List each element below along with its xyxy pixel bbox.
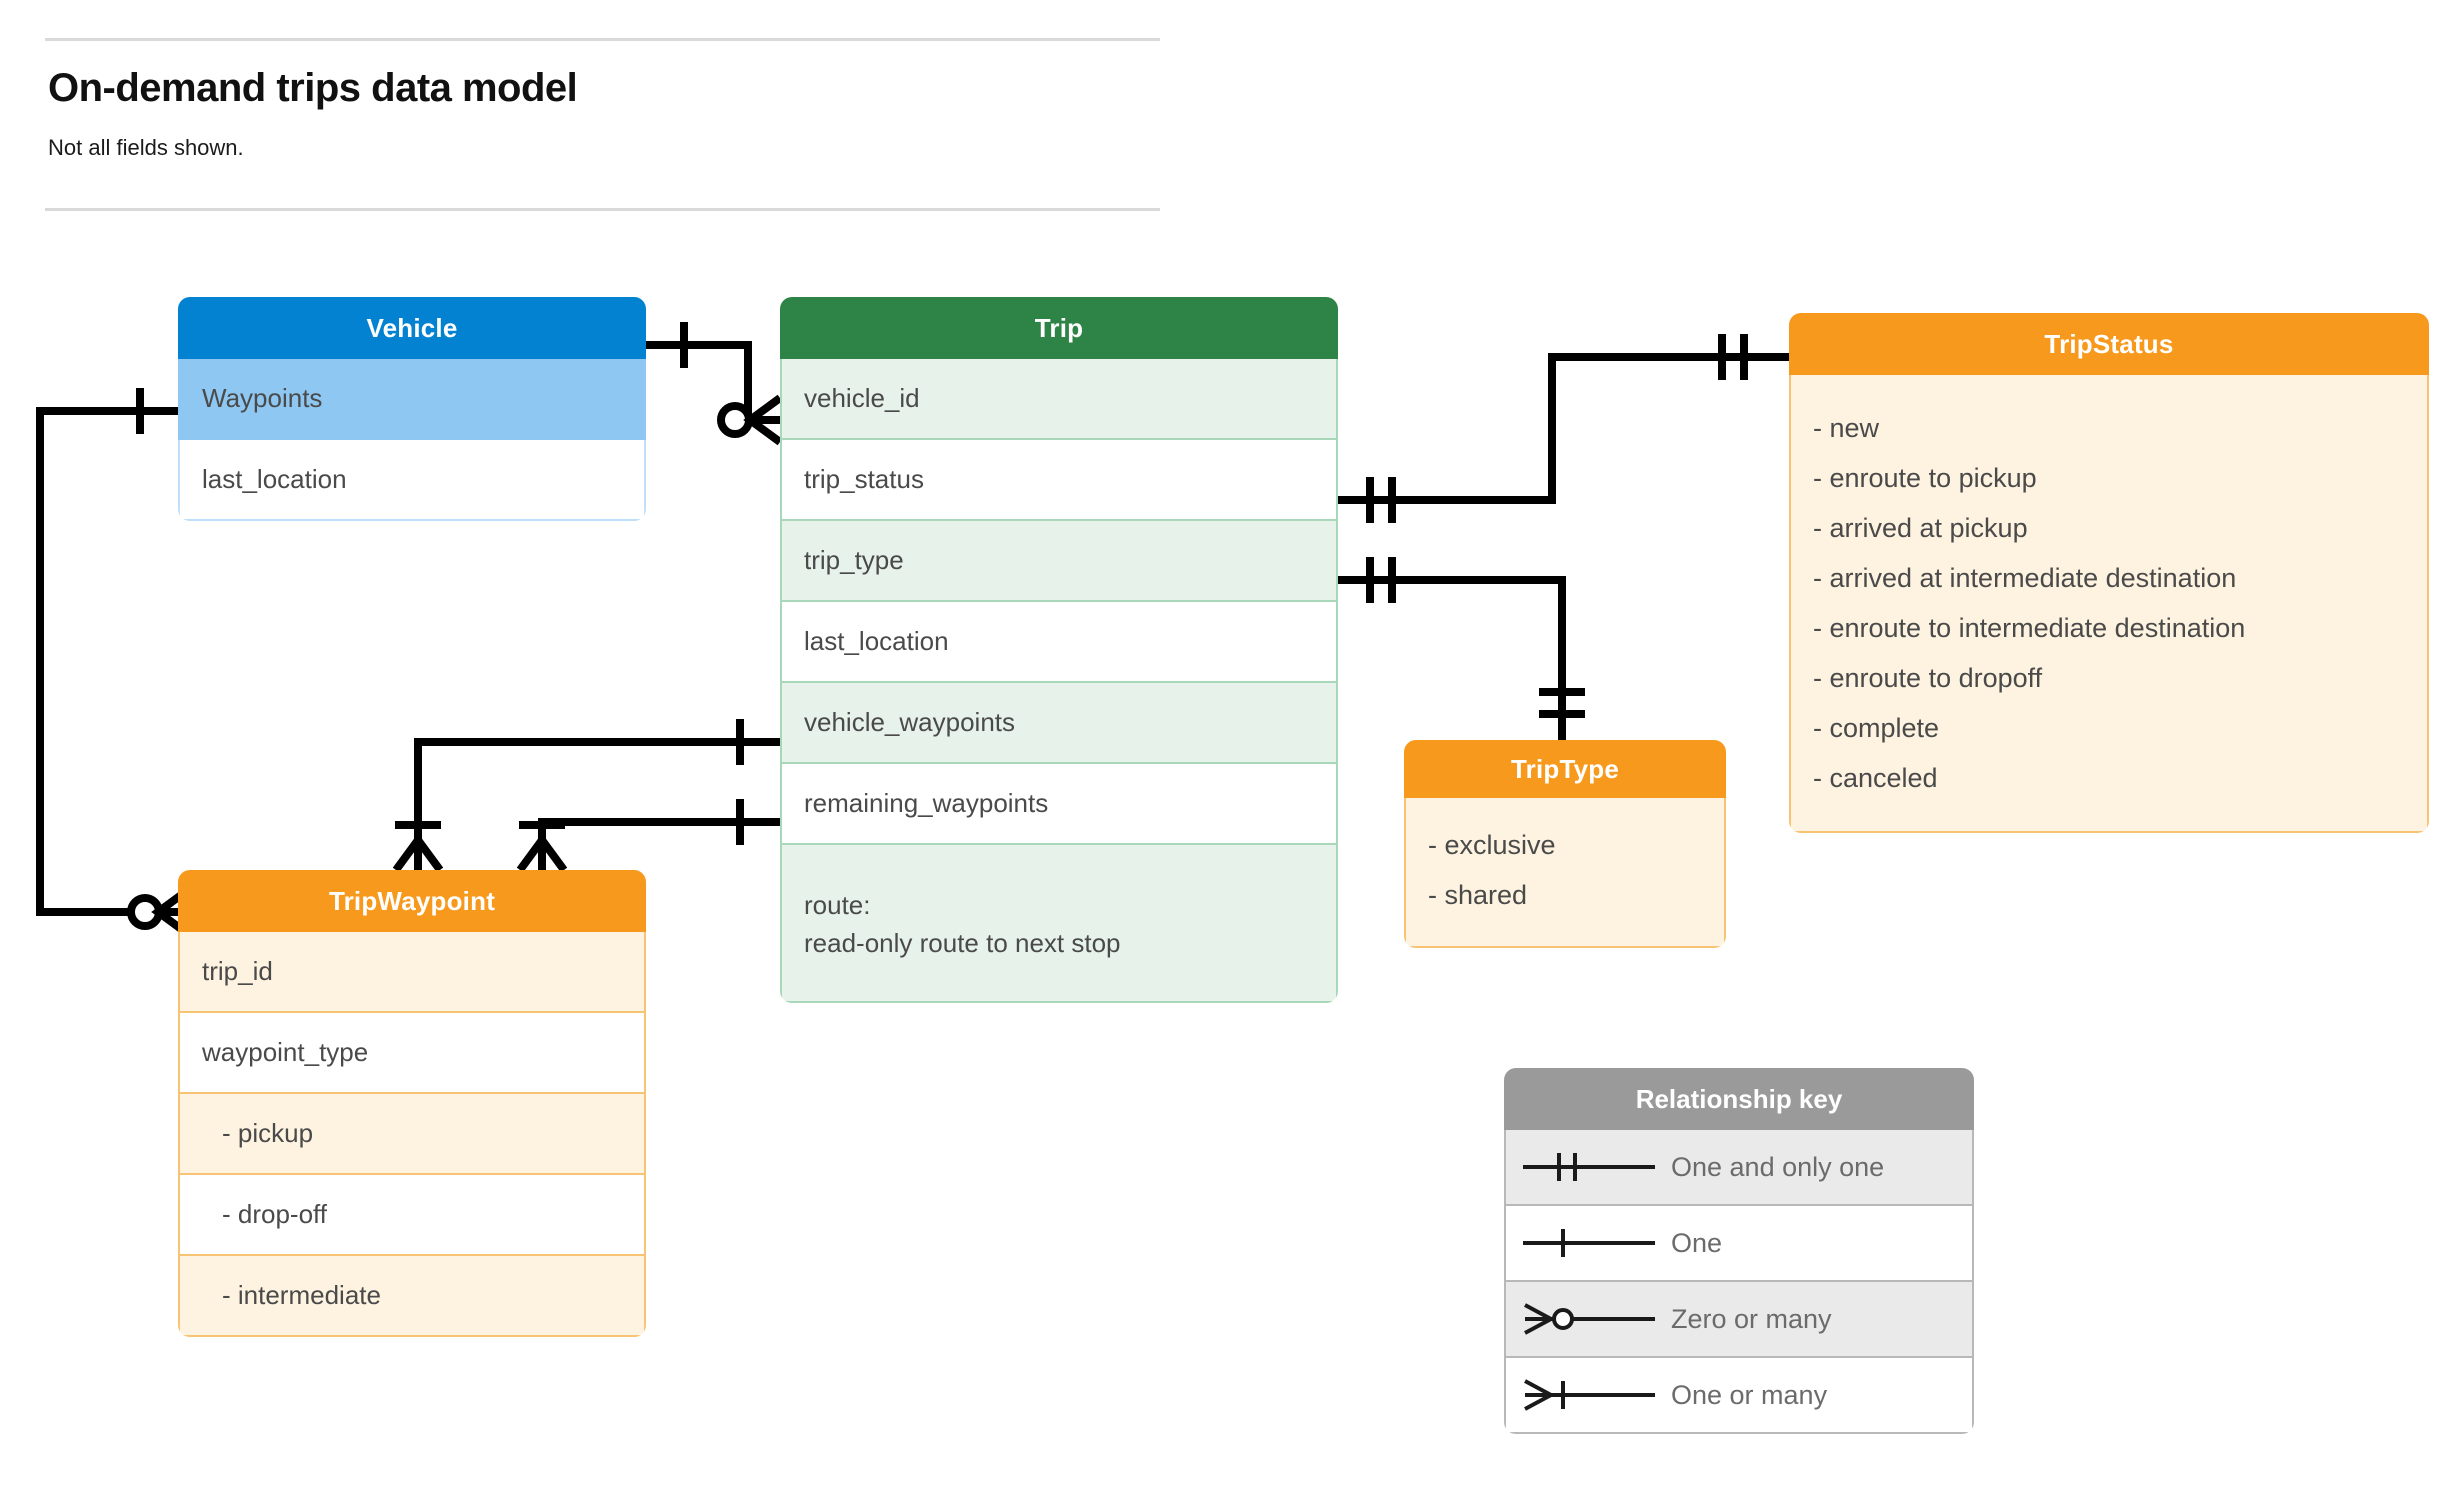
entity-vehicle-field-last-location[interactable]: last_location (178, 440, 646, 521)
legend-label: One or many (1671, 1379, 1828, 1410)
entity-trip-field-vehicle-waypoints[interactable]: vehicle_waypoints (780, 683, 1338, 764)
entity-trip-type-values: - exclusive - shared (1404, 798, 1726, 948)
connector-trip-to-triptype (1336, 557, 1585, 744)
connector-trip-remaining-waypoints-to-tripwaypoint (516, 799, 782, 873)
entity-trip-waypoint-title: TripWaypoint (178, 870, 646, 932)
legend-label: Zero or many (1671, 1303, 1832, 1334)
entity-trip-status-values: - new - enroute to pickup - arrived at p… (1789, 375, 2429, 833)
entity-trip-field-trip-type[interactable]: trip_type (780, 521, 1338, 602)
one-or-many-icon (1506, 1375, 1671, 1415)
legend-label: One and only one (1671, 1151, 1885, 1182)
entity-trip-waypoint-value-intermediate: - intermediate (178, 1256, 646, 1337)
entity-trip-waypoint[interactable]: TripWaypoint trip_id waypoint_type - pic… (178, 870, 646, 1337)
page-title: On-demand trips data model (48, 66, 578, 110)
entity-trip-field-vehicle-id[interactable]: vehicle_id (780, 359, 1338, 440)
legend-row-one-or-many: One or many (1504, 1358, 1974, 1434)
entity-trip-type[interactable]: TripType - exclusive - shared (1404, 740, 1726, 948)
zero-or-many-icon (1506, 1299, 1671, 1339)
entity-trip-field-remaining-waypoints[interactable]: remaining_waypoints (780, 764, 1338, 845)
entity-trip-field-trip-status[interactable]: trip_status (780, 440, 1338, 521)
legend-row-one: One (1504, 1206, 1974, 1282)
list-item: - new (1813, 413, 1880, 443)
header-divider-bottom (45, 208, 1160, 211)
entity-trip-field-route[interactable]: route: read-only route to next stop (780, 845, 1338, 1003)
one-icon (1506, 1223, 1671, 1263)
entity-trip-status-title: TripStatus (1789, 313, 2429, 375)
legend-label: One (1671, 1227, 1723, 1258)
connector-trip-to-tripstatus (1336, 334, 1793, 523)
legend-row-zero-or-many: Zero or many (1504, 1282, 1974, 1358)
list-item: - complete (1813, 713, 1940, 743)
entity-vehicle-field-waypoints[interactable]: Waypoints (178, 359, 646, 440)
list-item: - enroute to dropoff (1813, 663, 2043, 693)
relationship-key-title: Relationship key (1504, 1068, 1974, 1130)
entity-trip-field-route-note: read-only route to next stop (804, 928, 1121, 958)
entity-trip-waypoint-value-pickup: - pickup (178, 1094, 646, 1175)
entity-trip-status[interactable]: TripStatus - new - enroute to pickup - a… (1789, 313, 2429, 833)
entity-trip-type-title: TripType (1404, 740, 1726, 798)
entity-trip-field-route-label: route: (804, 890, 871, 921)
list-item: - enroute to pickup (1813, 463, 2037, 493)
entity-trip-field-last-location[interactable]: last_location (780, 602, 1338, 683)
list-item: - exclusive (1428, 830, 1556, 860)
entity-trip-waypoint-field-waypoint-type[interactable]: waypoint_type (178, 1013, 646, 1094)
legend-row-one-and-only-one: One and only one (1504, 1130, 1974, 1206)
relationship-key-legend: Relationship key One and only one One (1504, 1068, 1974, 1434)
entity-vehicle-title: Vehicle (178, 297, 646, 359)
list-item: - shared (1428, 880, 1528, 910)
list-item: - arrived at intermediate destination (1813, 563, 2237, 593)
entity-trip-title: Trip (780, 297, 1338, 359)
connector-vehicle-waypoints-to-tripwaypoint (36, 388, 191, 938)
entity-trip-waypoint-field-trip-id[interactable]: trip_id (178, 932, 646, 1013)
page-subtitle: Not all fields shown. (48, 135, 244, 160)
header-divider-top (45, 38, 1160, 41)
list-item: - arrived at pickup (1813, 513, 2028, 543)
list-item: - canceled (1813, 763, 1938, 793)
connector-vehicle-to-trip (642, 322, 783, 446)
entity-vehicle[interactable]: Vehicle Waypoints last_location (178, 297, 646, 521)
one-and-only-one-icon (1506, 1147, 1671, 1187)
entity-trip[interactable]: Trip vehicle_id trip_status trip_type la… (780, 297, 1338, 1003)
entity-trip-waypoint-value-dropoff: - drop-off (178, 1175, 646, 1256)
list-item: - enroute to intermediate destination (1813, 613, 2246, 643)
connector-trip-vehicle-waypoints-to-tripwaypoint (392, 719, 782, 873)
